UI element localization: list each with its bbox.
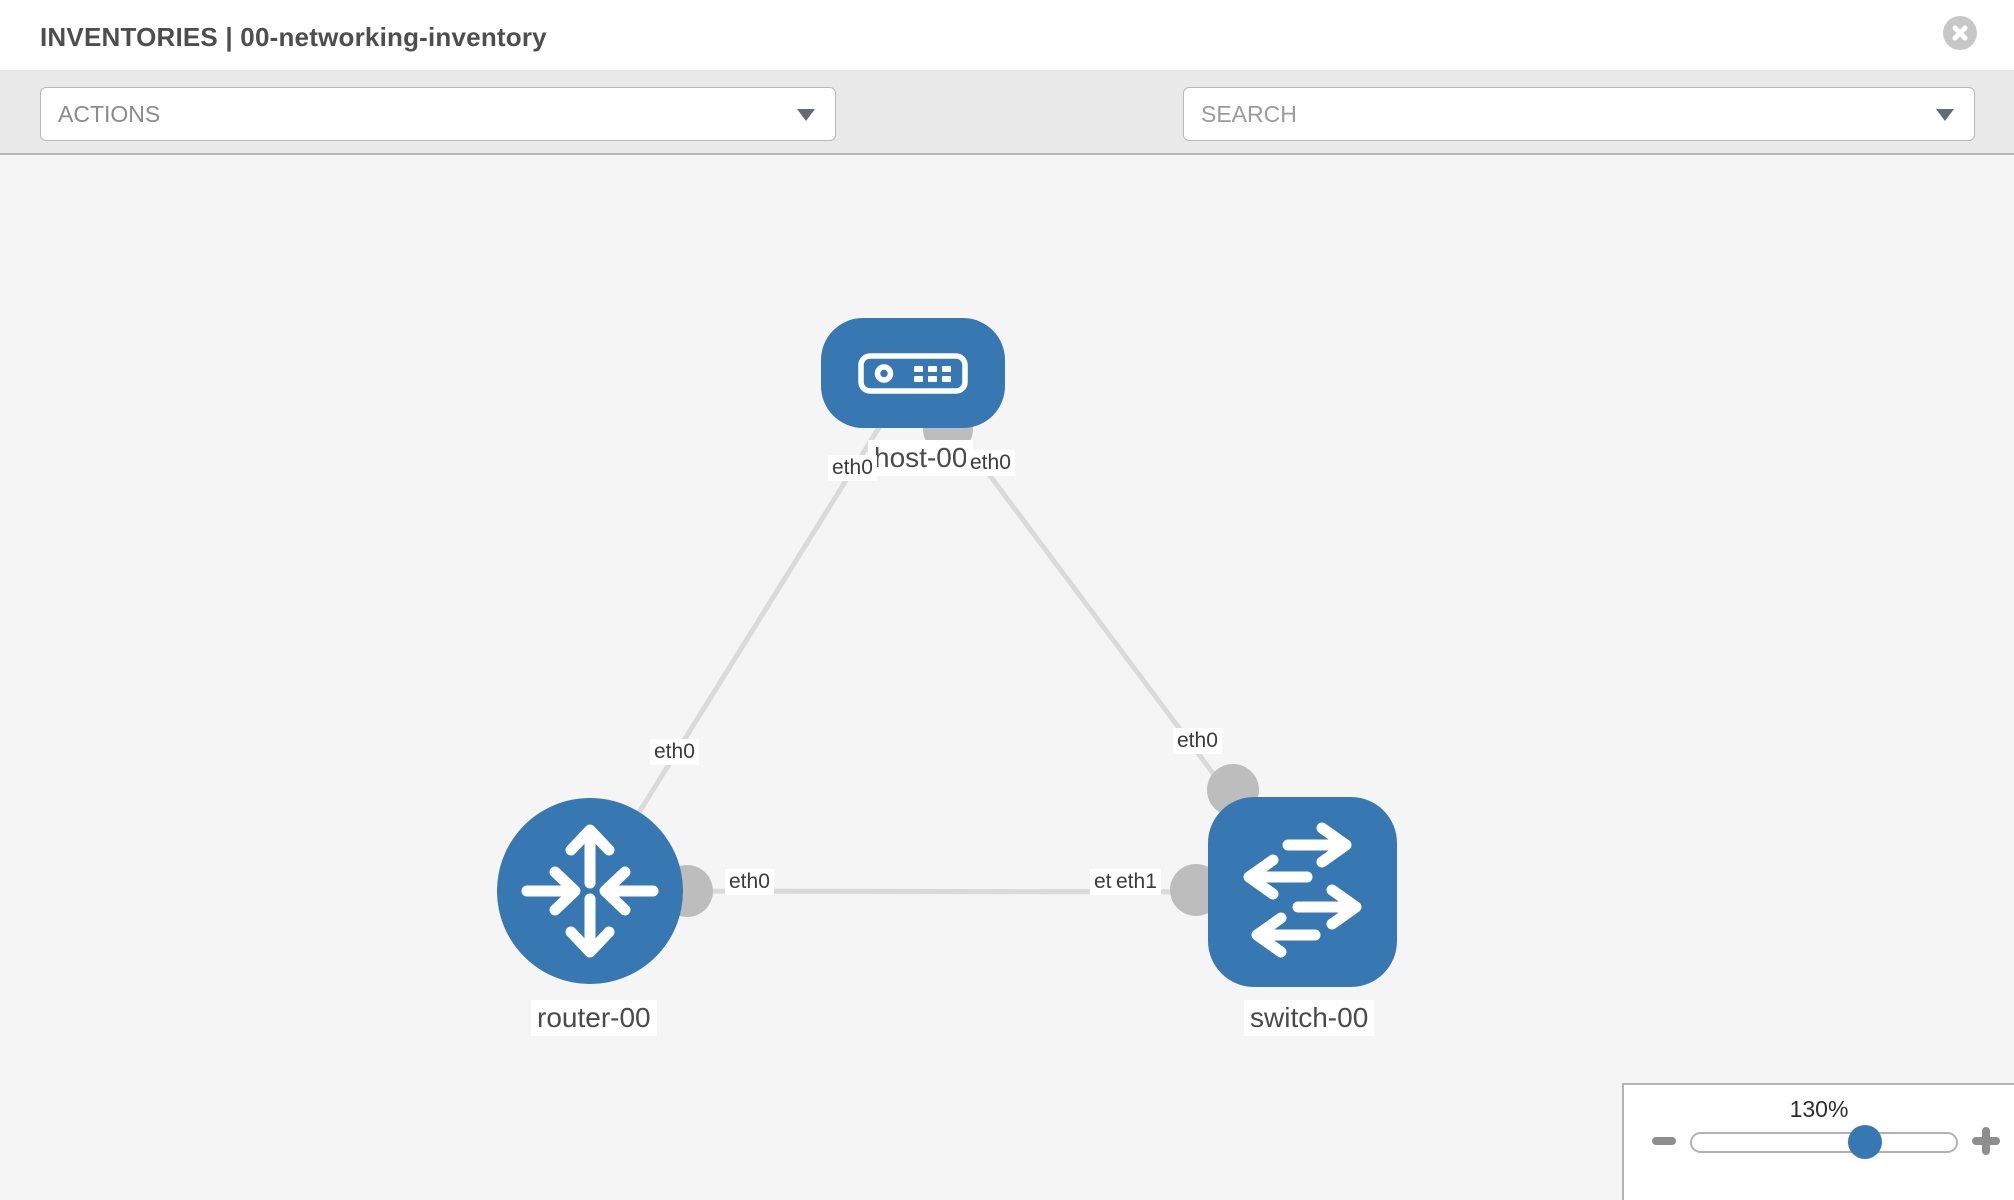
zoom-out-button[interactable] — [1652, 1137, 1676, 1145]
chevron-down-icon — [1936, 109, 1954, 121]
interface-label-router-right: eth0 — [725, 869, 774, 895]
page-title: INVENTORIES | 00-networking-inventory — [40, 22, 547, 52]
actions-dropdown-label: ACTIONS — [58, 100, 161, 127]
links-layer — [587, 371, 1305, 917]
zoom-slider-thumb[interactable] — [1848, 1125, 1882, 1159]
zoom-slider-track[interactable] — [1690, 1125, 1958, 1159]
node-host-00[interactable] — [821, 318, 1005, 428]
search-placeholder: SEARCH — [1201, 100, 1297, 127]
zoom-level-value: 130% — [1789, 1096, 1849, 1122]
link-router-switch — [589, 888, 1303, 895]
close-icon — [1952, 25, 1968, 41]
router-icon — [521, 824, 659, 958]
zoom-in-button[interactable] — [1972, 1127, 2000, 1155]
node-label-host-00: host-00 — [868, 440, 974, 476]
header: INVENTORIES | 00-networking-inventory — [0, 0, 2014, 71]
interface-label-switch-top: eth0 — [1173, 728, 1222, 754]
interface-label-switch-mid: eth1 — [1112, 869, 1161, 895]
switch-icon — [1243, 822, 1362, 958]
interface-label-host-left: eth0 — [828, 455, 877, 481]
zoom-control-panel: 130% — [1622, 1083, 2014, 1200]
topology-canvas[interactable]: host-00 router-00 switch-00 eth0 eth0 et… — [0, 155, 2014, 1200]
node-label-router-00: router-00 — [531, 1000, 657, 1036]
actions-dropdown[interactable]: ACTIONS — [40, 87, 836, 141]
toolbar: ACTIONS SEARCH — [0, 71, 2014, 205]
host-icon — [858, 353, 968, 394]
interface-label-host-right: eth0 — [966, 450, 1015, 476]
interface-label-router-top: eth0 — [650, 739, 699, 765]
chevron-down-icon — [797, 109, 815, 121]
search-dropdown[interactable]: SEARCH — [1183, 87, 1975, 141]
node-label-switch-00: switch-00 — [1244, 1000, 1375, 1036]
close-button[interactable] — [1943, 16, 1977, 50]
node-router-00[interactable] — [497, 798, 683, 984]
node-switch-00[interactable] — [1208, 797, 1397, 987]
